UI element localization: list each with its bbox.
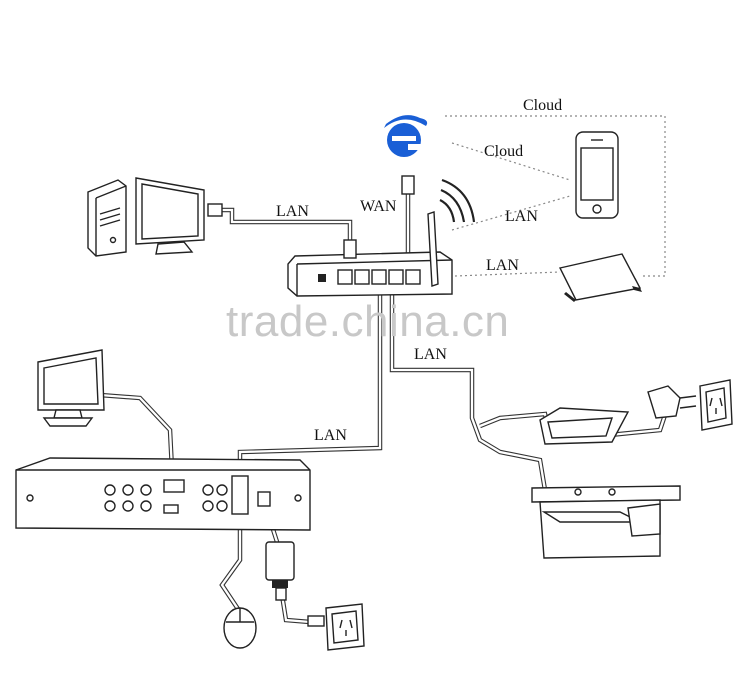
wifi-signal-icon xyxy=(439,178,476,223)
smartphone xyxy=(575,131,619,219)
desktop-monitor xyxy=(135,177,205,255)
desktop-tower xyxy=(87,179,127,257)
cloud-label-mid: Cloud xyxy=(484,143,524,160)
rj45-plug xyxy=(207,203,223,217)
wall-plug-adapter xyxy=(647,385,697,419)
bullet-camera xyxy=(531,485,681,559)
cloud-label-top: Cloud xyxy=(523,97,563,114)
dvr-monitor xyxy=(37,349,105,427)
router xyxy=(287,175,453,297)
watermark: trade.china.cn xyxy=(226,297,510,346)
wan-label: WAN xyxy=(360,198,397,215)
tablet xyxy=(558,253,642,302)
dvr-recorder xyxy=(15,457,311,531)
internet-explorer-icon xyxy=(384,115,428,157)
dvr-power-adapter xyxy=(265,541,295,601)
cloud-links xyxy=(445,115,666,277)
mouse xyxy=(223,607,257,649)
lan-label-camera: LAN xyxy=(414,346,447,363)
lan-label-phone: LAN xyxy=(505,208,538,225)
wall-outlet xyxy=(307,603,365,651)
camera-power-adapter xyxy=(539,407,630,445)
wall-outlet-camera xyxy=(699,379,733,431)
lan-label-tablet: LAN xyxy=(486,257,519,274)
lan-label-pc: LAN xyxy=(276,203,309,220)
lan-label-dvr: LAN xyxy=(314,427,347,444)
